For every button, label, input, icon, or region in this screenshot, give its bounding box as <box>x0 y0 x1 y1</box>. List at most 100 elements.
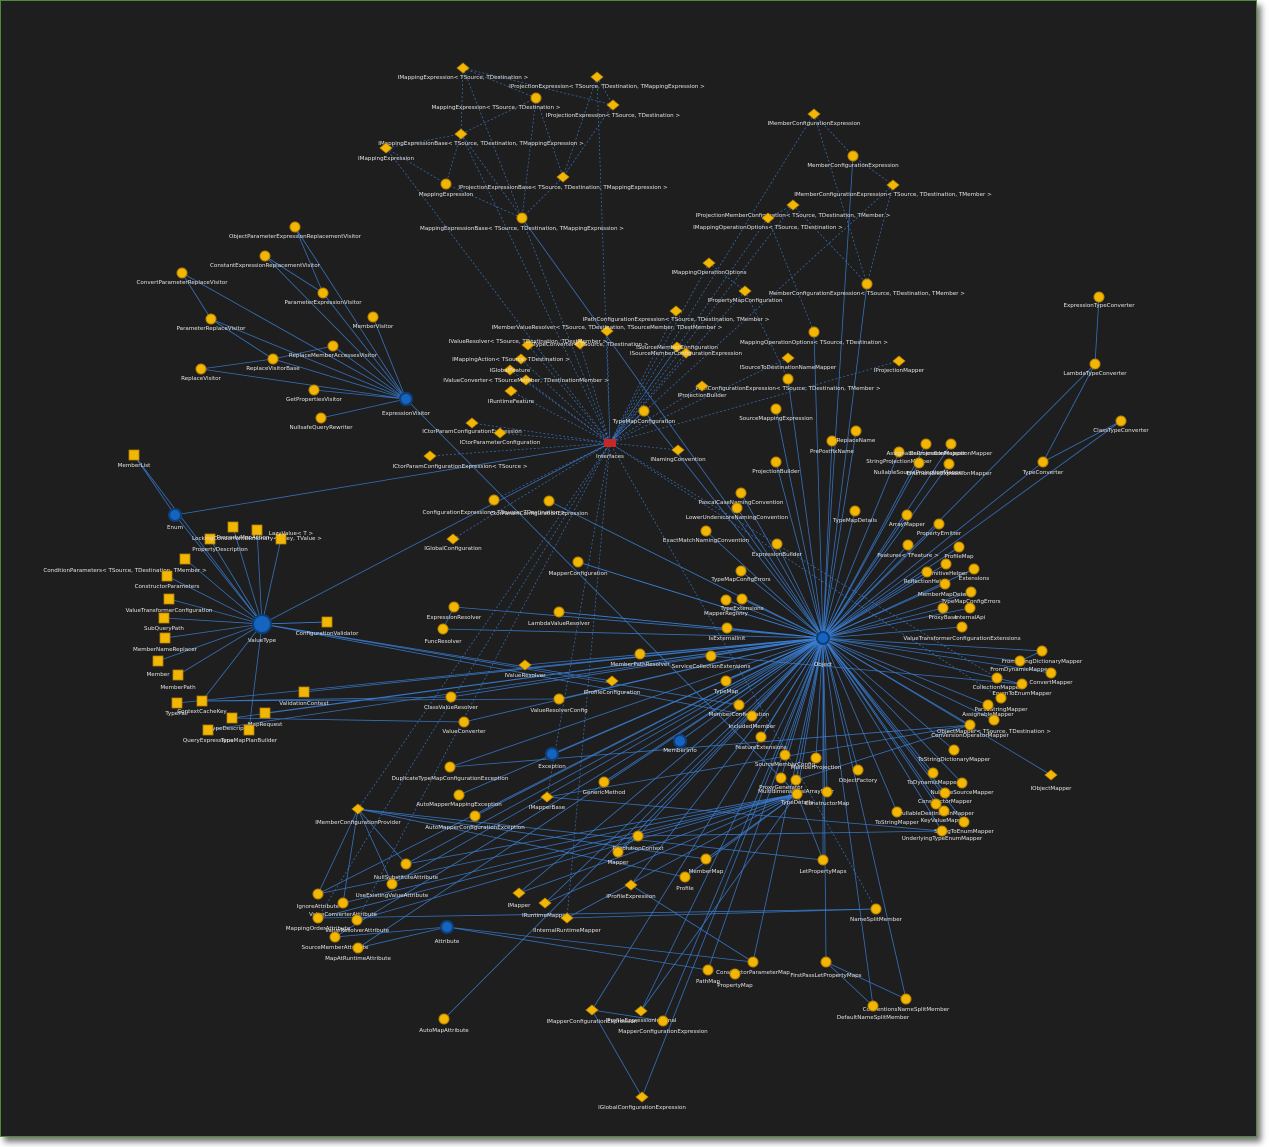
node-pathmap[interactable]: PathMap <box>696 964 721 985</box>
node-valueresolverconfig[interactable]: ValueResolverConfig <box>530 693 588 714</box>
node-convertmapper[interactable]: ConvertMapper <box>1029 667 1073 686</box>
node-expressionbuilder[interactable]: ExpressionBuilder <box>752 538 803 558</box>
node-proxybase[interactable]: ProxyBase <box>929 602 959 621</box>
node-configurationvalidator[interactable]: ConfigurationValidator <box>296 616 359 637</box>
node-nullsubstituteattribute[interactable]: NullSubstituteAttribute <box>374 858 439 881</box>
node-genericmethod[interactable]: GenericMethod <box>583 776 626 796</box>
node-imappingexpressionbase-tsource-tdestination-tmappingexpression[interactable]: IMappingExpressionBase< TSource, TDestin… <box>378 128 584 147</box>
node-propertyemitter[interactable]: PropertyEmitter <box>917 518 962 537</box>
node-exception[interactable]: Exception <box>538 747 566 770</box>
node-imappingaction-tsource-tdestination[interactable]: IMappingAction< TSource, TDestination > <box>452 353 570 365</box>
node-memberpath[interactable]: MemberPath <box>160 669 196 691</box>
node-convertparameterreplacevisitor[interactable]: ConvertParameterReplaceVisitor <box>137 267 229 286</box>
node-imappingoperationoptions-tsource-tdestination[interactable]: IMappingOperationOptions< TSource, TDest… <box>693 212 843 231</box>
node-mappingexpression-tsource-tdestination[interactable]: MappingExpression< TSource, TDestination… <box>431 92 561 111</box>
node-ivalueresolver[interactable]: IValueResolver <box>504 659 546 679</box>
node-imemberconfigurationexpression-tsource-tdestination-tmember[interactable]: IMemberConfigurationExpression< TSource,… <box>794 179 992 198</box>
node-fromstringdictionarymapper[interactable]: FromStringDictionaryMapper <box>1002 645 1083 665</box>
node-servicecollectionextensions[interactable]: ServiceCollectionExtensions <box>672 650 751 670</box>
node-interfaces[interactable]: Interfaces <box>596 439 624 460</box>
node-lazyvalue-t[interactable]: LazyValue< T > <box>269 531 314 545</box>
node-ictorparamconfigurationexpression[interactable]: ICtorParamConfigurationExpression <box>422 417 522 435</box>
node-memberlist[interactable]: MemberList <box>118 449 152 469</box>
node-nullablesourcemapper[interactable]: NullableSourceMapper <box>930 777 994 796</box>
node-lowerunderscorenamingconvention[interactable]: LowerUnderscoreNamingConvention <box>686 502 789 521</box>
node-constantexpressionreplacementvisitor[interactable]: ConstantExpressionReplacementVisitor <box>210 250 321 269</box>
node-isourcememberconfiguration[interactable]: ISourceMemberConfiguration <box>636 341 718 353</box>
node-iprojectionexpressionbase-tsource-tdestination-tmappingexpression[interactable]: IProjectionExpressionBase< TSource, TDes… <box>458 171 668 191</box>
node-iprofileexpression[interactable]: IProfileExpression <box>606 879 656 900</box>
node-iruntimefeature[interactable]: IRuntimeFeature <box>488 385 535 405</box>
node-replacename[interactable]: ReplaceName <box>837 425 876 444</box>
node-constructorparametermap[interactable]: ConstructorParameterMap <box>716 956 790 976</box>
node-conditionparameters-tsource-tdestination-tmember[interactable]: ConditionParameters< TSource, TDestinati… <box>43 553 207 574</box>
node-tostringdictionarymapper[interactable]: ToStringDictionaryMapper <box>917 744 991 763</box>
node-iprofileexpressioninternal[interactable]: IProfileExpressionInternal <box>606 1005 677 1024</box>
node-extensions[interactable]: Extensions <box>959 563 989 582</box>
node-imappingexpression-tsource-tdestination[interactable]: IMappingExpression< TSource, TDestinatio… <box>398 62 529 81</box>
node-ivalueresolver-tsource-tdestination-tdestmember[interactable]: IValueResolver< TSource, TDestination, T… <box>449 339 608 351</box>
node-imapper[interactable]: IMapper <box>508 887 531 909</box>
node-valuetype[interactable]: ValueType <box>248 614 277 644</box>
node-keyvaluemapper[interactable]: KeyValueMapper <box>921 805 968 824</box>
node-lockingconcurrentdictionary-tkey-tvalue[interactable]: LockingConcurrentDictionary< TKey, TValu… <box>192 524 322 542</box>
node-primitivehelper[interactable]: PrimitiveHelper <box>924 558 968 577</box>
node-typeextensions[interactable]: TypeExtensions <box>719 593 764 612</box>
node-itypeconverter-tsource-tdestination[interactable]: ITypeConverter< TSource, TDestination > <box>532 338 649 350</box>
node-subquerypath[interactable]: SubQueryPath <box>144 612 184 632</box>
node-getpropertiesvisitor[interactable]: GetPropertiesVisitor <box>286 384 343 403</box>
node-sourcememberconfig[interactable]: SourceMemberConfig <box>755 749 816 768</box>
node-mapperconfigurationexpression[interactable]: MapperConfigurationExpression <box>618 1015 708 1035</box>
node-valueconverterattribute[interactable]: ValueConverterAttribute <box>309 897 378 918</box>
node-profilemap[interactable]: ProfileMap <box>944 541 974 560</box>
node-defaultnamesplitmember[interactable]: DefaultNameSplitMember <box>837 1000 910 1021</box>
node-memberconfigurationexpression[interactable]: MemberConfigurationExpression <box>807 150 899 169</box>
node-imemberconfigurationexpression[interactable]: IMemberConfigurationExpression <box>768 108 861 127</box>
node-valuetransformerconfiguration[interactable]: ValueTransformerConfiguration <box>126 593 213 614</box>
node-stringtoenummapper[interactable]: StringToEnumMapper <box>934 816 995 835</box>
node-valueresolverattribute[interactable]: ValueResolverAttribute <box>325 914 390 934</box>
node-typemapconfiguration[interactable]: TypeMapConfiguration <box>612 405 676 425</box>
node-funcresolver[interactable]: FuncResolver <box>424 623 462 645</box>
node-queryexpressions[interactable]: QueryExpressions <box>183 724 233 744</box>
node-expressiontypeconverter[interactable]: ExpressionTypeConverter <box>1063 291 1135 309</box>
node-imemberconfigurationprovider[interactable]: IMemberConfigurationProvider <box>315 803 402 826</box>
node-typedetails[interactable]: TypeDetails <box>780 788 813 806</box>
node-attribute[interactable]: Attribute <box>435 920 460 945</box>
node-parameterreplacevisitor[interactable]: ParameterReplaceVisitor <box>177 313 247 332</box>
node-ictorparamconfigurationexpression-tsource[interactable]: ICtorParamConfigurationExpression< TSour… <box>392 450 528 470</box>
node-conversionoperatormapper[interactable]: ConversionOperatorMapper <box>931 719 1009 739</box>
node-typeconverter[interactable]: TypeConverter <box>1022 456 1064 476</box>
node-enumerableprojectionmapper[interactable]: EnumerableProjectionMapper <box>910 438 993 457</box>
node-typepair[interactable]: TypePair <box>164 697 189 717</box>
node-typedescription[interactable]: TypeDescription <box>209 712 255 732</box>
node-replacememberaccessesvisitor[interactable]: ReplaceMemberAccessesVisitor <box>289 340 378 359</box>
node-propertymap[interactable]: PropertyMap <box>717 968 753 989</box>
node-mapatruntimeattribute[interactable]: MapAtRuntimeAttribute <box>325 942 391 962</box>
node-replacevisitorbase[interactable]: ReplaceVisitorBase <box>246 353 300 372</box>
node-propertydescription[interactable]: PropertyDescription <box>192 533 248 553</box>
node-lambdavalueresolver[interactable]: LambdaValueResolver <box>528 606 591 627</box>
node-propertymapaction[interactable]: PropertyMapAction <box>217 521 270 541</box>
node-ivalueconverter-tsourcemember-tdestinationmember[interactable]: IValueConverter< TSourceMember, TDestina… <box>443 374 609 386</box>
node-object[interactable]: Object <box>814 631 833 668</box>
node-iprojectionbuilder[interactable]: IProjectionBuilder <box>677 380 727 399</box>
node-underlyingtypeenummapper[interactable]: UnderlyingTypeEnumMapper <box>902 825 983 842</box>
node-membermapdetails[interactable]: MemberMapDetails <box>918 578 972 598</box>
node-iruntimemapper[interactable]: IRuntimeMapper <box>522 897 569 919</box>
node-imappingoperationoptions[interactable]: IMappingOperationOptions <box>671 257 747 276</box>
node-tostringmapper[interactable]: ToStringMapper <box>874 806 920 826</box>
node-typemapconfigerrors[interactable]: TypeMapConfigErrors <box>710 565 771 583</box>
node-maprequest[interactable]: MapRequest <box>248 707 283 728</box>
node-replacevisitor[interactable]: ReplaceVisitor <box>181 363 222 382</box>
node-enumtoenummapper[interactable]: EnumToEnumMapper <box>992 678 1052 697</box>
node-member[interactable]: Member <box>146 655 170 678</box>
node-memberpathresolver[interactable]: MemberPathResolver <box>610 648 670 668</box>
node-sourcemappingexpression[interactable]: SourceMappingExpression <box>739 403 813 422</box>
node-ignoreattribute[interactable]: IgnoreAttribute <box>297 888 340 910</box>
node-pascalcasenamingconvention[interactable]: PascalCaseNamingConvention <box>699 487 784 506</box>
node-objectparameterexpressionreplacementvisitor[interactable]: ObjectParameterExpressionReplacementVisi… <box>229 221 362 240</box>
node-lambdatypeconverter[interactable]: LambdaTypeConverter <box>1063 358 1127 377</box>
node-parameterexpressionvisitor[interactable]: ParameterExpressionVisitor <box>284 287 362 306</box>
node-imembervalueresolver-tsource-tdestination-tsourcemember-tdestmember[interactable]: IMemberValueResolver< TSource, TDestinat… <box>492 325 723 337</box>
